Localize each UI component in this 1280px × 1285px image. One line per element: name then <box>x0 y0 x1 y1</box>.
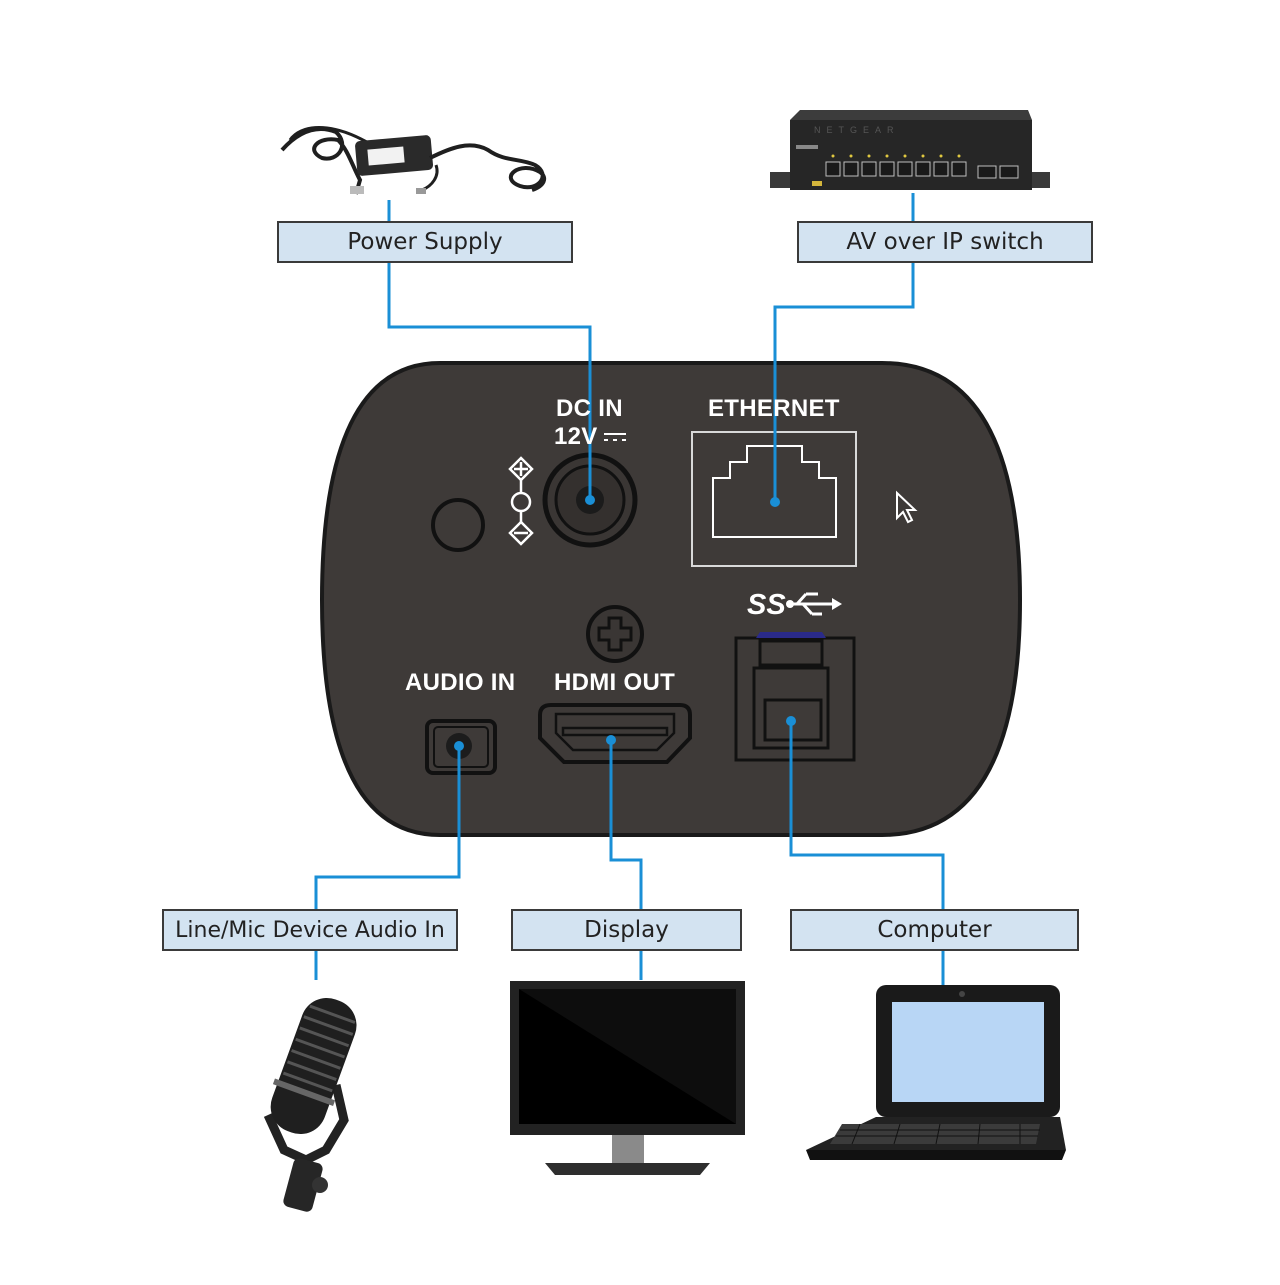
audio-dot <box>454 741 464 751</box>
dc-in-label: DC IN <box>556 395 623 422</box>
hdmi-dot <box>606 735 616 745</box>
reset-button-icon <box>431 498 485 552</box>
ethernet-label: ETHERNET <box>708 395 840 422</box>
mouse-cursor-icon <box>896 490 918 524</box>
usb-ss-logo-icon: SS <box>747 589 842 621</box>
connection-dots <box>454 495 796 751</box>
hdmi-out-port-icon <box>538 703 692 764</box>
audio-in-label: AUDIO IN <box>405 669 516 696</box>
mounting-screw-icon <box>586 605 644 663</box>
switch-brand-top: NETGEAR <box>814 125 900 135</box>
usb-dot <box>786 716 796 726</box>
ethernet-dot <box>770 497 780 507</box>
connection-lines <box>314 193 945 985</box>
polarity-symbol-icon <box>508 456 534 546</box>
hdmi-line <box>609 740 643 910</box>
monitor-icon <box>510 981 745 1175</box>
network-switch-icon: NETGEAR <box>770 110 1050 190</box>
dc-symbol-icon <box>604 433 626 441</box>
usb-line <box>789 721 945 910</box>
computer-label: Computer <box>790 909 1079 951</box>
power-supply-line-down <box>387 262 592 500</box>
dc-in-dot <box>585 495 595 505</box>
camera-rear-panel <box>319 361 1023 837</box>
laptop-icon <box>806 985 1066 1160</box>
switch-line-down <box>773 262 915 502</box>
hdmi-out-label: HDMI OUT <box>554 669 676 696</box>
power-supply-adapter-icon <box>280 126 547 195</box>
display-label: Display <box>511 909 742 951</box>
microphone-icon <box>263 997 357 1212</box>
audio-device-label: Line/Mic Device Audio In <box>162 909 458 951</box>
audio-line <box>314 746 461 910</box>
power-supply-label: Power Supply <box>277 221 573 263</box>
usb-logo-text: SS <box>747 589 786 621</box>
dc-voltage-label: 12V <box>554 423 598 450</box>
av-switch-label: AV over IP switch <box>797 221 1093 263</box>
